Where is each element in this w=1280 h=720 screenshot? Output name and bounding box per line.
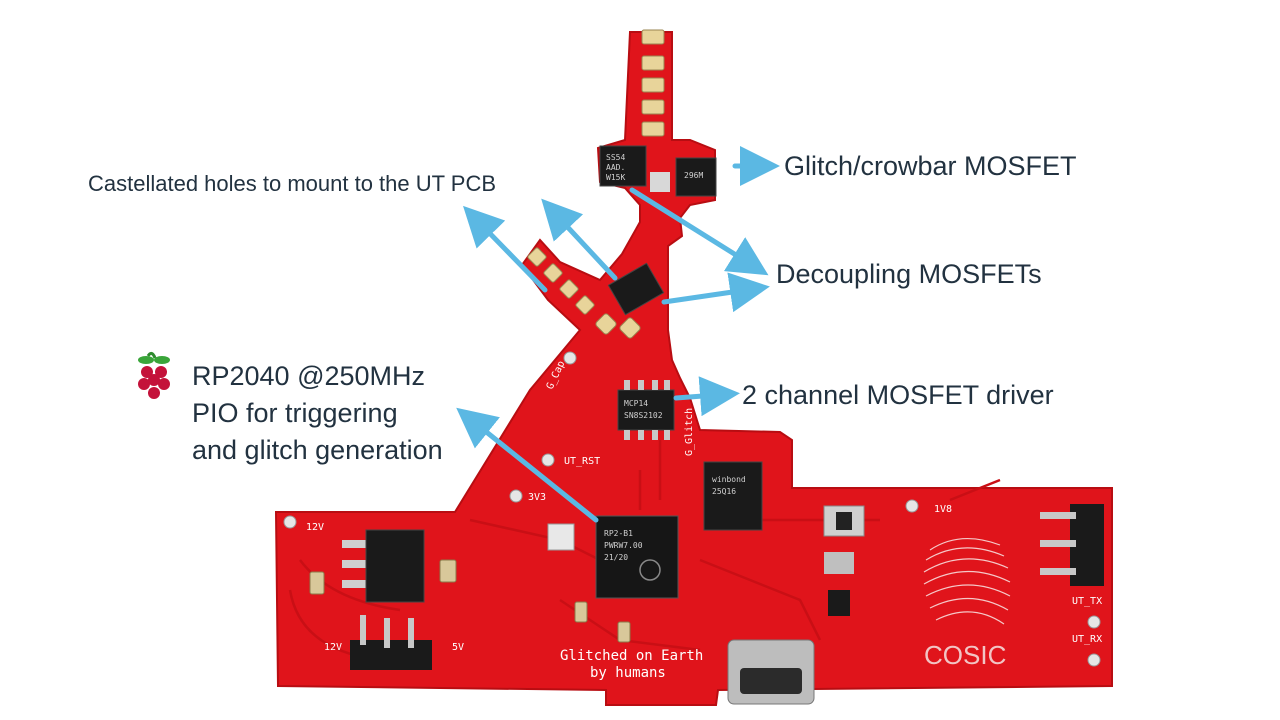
silk-ut-tx: UT_TX [1072, 596, 1102, 607]
pcb-board [274, 31, 1113, 706]
mosfet-driver-chip: MCP14 SN8S2102 [617, 380, 675, 440]
castellated-pads-top [641, 29, 665, 137]
annotation-decoupling: Decoupling MOSFETs [776, 259, 1042, 289]
annotation-rp2040-line2: PIO for triggering [192, 398, 398, 428]
arrow-castellated-2 [541, 198, 618, 281]
silk-tagline-1: Glitched on Earth [560, 648, 703, 664]
mosfet-a-chip: SS54 AAD. W15K [599, 145, 647, 187]
silk-cosic-logo: COSIC [924, 640, 1006, 670]
silk-5v: 5V [452, 642, 464, 653]
annotation-arrows [456, 146, 780, 523]
decoupling-mosfet-chip [607, 262, 665, 316]
micro-usb-connector [727, 639, 815, 705]
svg-text:W15K: W15K [606, 173, 625, 182]
mosfet-pad [650, 172, 670, 192]
uart-header [1040, 504, 1104, 586]
svg-text:PWRW7.00: PWRW7.00 [604, 541, 643, 550]
svg-text:SS54: SS54 [606, 153, 625, 162]
arrow-driver [673, 376, 740, 417]
silk-g-glitch: G_Glitch [684, 408, 695, 456]
silk-1v8: 1V8 [934, 504, 952, 515]
voltage-regulator [342, 529, 425, 603]
svg-text:AAD.: AAD. [606, 163, 625, 172]
crystal [547, 523, 575, 551]
raspberry-pi-logo-icon [138, 351, 170, 399]
annotation-castellated: Castellated holes to mount to the UT PCB [88, 171, 497, 196]
svg-text:SN8S2102: SN8S2102 [624, 411, 663, 420]
svg-text:296M: 296M [684, 171, 703, 180]
annotation-rp2040-line1: RP2040 @250MHz [192, 361, 426, 391]
silk-ut-rst: UT_RST [564, 456, 600, 467]
arrow-castellated-1 [463, 205, 548, 293]
arrow-decoupling-1 [629, 187, 769, 276]
svg-text:25Q16: 25Q16 [712, 487, 736, 496]
cosic-logo-graphic [923, 537, 1011, 625]
svg-text:21/20: 21/20 [604, 553, 628, 562]
push-button [823, 505, 865, 537]
svg-text:RP2-B1: RP2-B1 [604, 529, 633, 538]
small-ic [828, 590, 850, 616]
mosfet-b-chip: 296M [675, 157, 717, 197]
castellated-pads-left [527, 247, 641, 339]
silk-12v-top: 12V [306, 522, 324, 533]
power-header [350, 615, 432, 670]
svg-text:winbond: winbond [712, 475, 746, 484]
rp2040-chip: RP2-B1 PWRW7.00 21/20 [595, 515, 679, 599]
annotation-driver: 2 channel MOSFET driver [742, 380, 1054, 410]
flash-chip: winbond 25Q16 [703, 461, 763, 531]
arrow-decoupling-2 [661, 272, 770, 313]
annotation-rp2040-line3: and glitch generation [192, 435, 443, 465]
annotation-glitch-mosfet: Glitch/crowbar MOSFET [784, 151, 1077, 181]
arrow-rp2040 [456, 407, 599, 523]
svg-text:MCP14: MCP14 [624, 399, 648, 408]
silk-3v3: 3V3 [528, 492, 546, 503]
small-pad [824, 552, 854, 574]
silk-ut-rx: UT_RX [1072, 634, 1102, 645]
silk-12v-bottom: 12V [324, 642, 342, 653]
test-pads [283, 351, 1101, 667]
silk-tagline-2: by humans [590, 665, 666, 681]
capacitors [309, 559, 631, 643]
